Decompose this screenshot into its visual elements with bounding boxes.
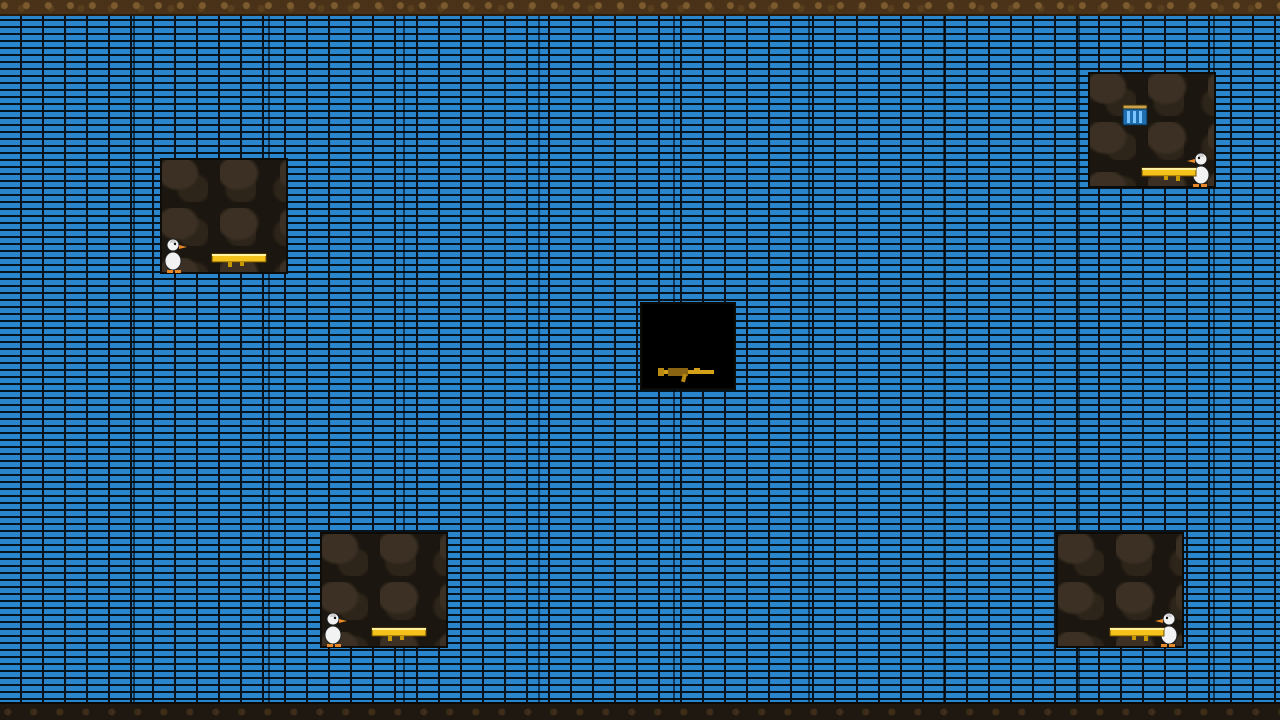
duck-icon[interactable] xyxy=(160,234,190,274)
duck-icon[interactable] xyxy=(1184,148,1214,188)
golden-laser-rifle-icon[interactable] xyxy=(210,250,270,270)
ammo-crate-icon[interactable] xyxy=(1122,104,1148,126)
duck-icon[interactable] xyxy=(1152,608,1182,648)
ceiling-dirt xyxy=(0,0,1280,16)
golden-laser-rifle-icon[interactable] xyxy=(370,624,430,644)
spawn-cave-left xyxy=(160,158,288,274)
duck-icon[interactable] xyxy=(320,608,350,648)
golden-laser-rifle-icon[interactable] xyxy=(1138,164,1198,184)
floor-dirt xyxy=(0,702,1280,720)
rifle-icon[interactable] xyxy=(656,364,716,384)
golden-laser-rifle-icon[interactable] xyxy=(1106,624,1166,644)
